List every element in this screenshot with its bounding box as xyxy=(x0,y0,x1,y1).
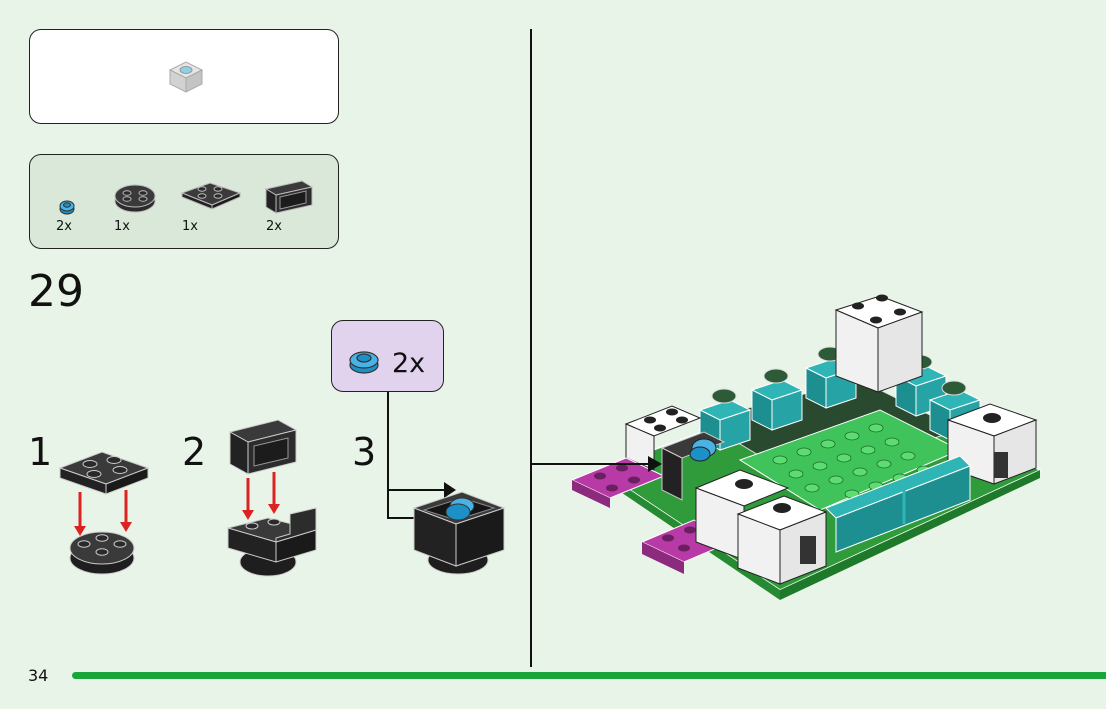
submodel-preview-box xyxy=(29,29,339,124)
substep-1-illustration xyxy=(58,451,150,575)
black-round-plate-icon xyxy=(114,184,156,213)
black-wall-brick-icon xyxy=(264,180,314,214)
parts-list-box: 2x 1x 1x 2x xyxy=(29,154,339,249)
callout-qty: 2x xyxy=(392,348,426,379)
step-number: 29 xyxy=(28,266,84,317)
substep-number-2: 2 xyxy=(182,430,207,474)
white-brick-with-blue-round-plate-icon xyxy=(168,61,204,93)
blue-round-plate-icon xyxy=(59,200,75,215)
substep-2-illustration xyxy=(226,419,318,577)
part-qty: 1x xyxy=(182,219,198,234)
substep-number-1: 1 xyxy=(28,430,53,474)
part-qty: 2x xyxy=(266,219,282,234)
page-number: 34 xyxy=(28,666,49,685)
part-qty: 2x xyxy=(56,219,72,234)
black-2x2-plate-icon xyxy=(180,182,242,210)
part-qty: 1x xyxy=(114,219,130,234)
callout-box xyxy=(331,320,444,392)
divider xyxy=(530,29,532,667)
progress-bar xyxy=(72,672,1106,679)
substep-number-3: 3 xyxy=(352,430,377,474)
blue-round-plate-icon xyxy=(349,351,379,374)
